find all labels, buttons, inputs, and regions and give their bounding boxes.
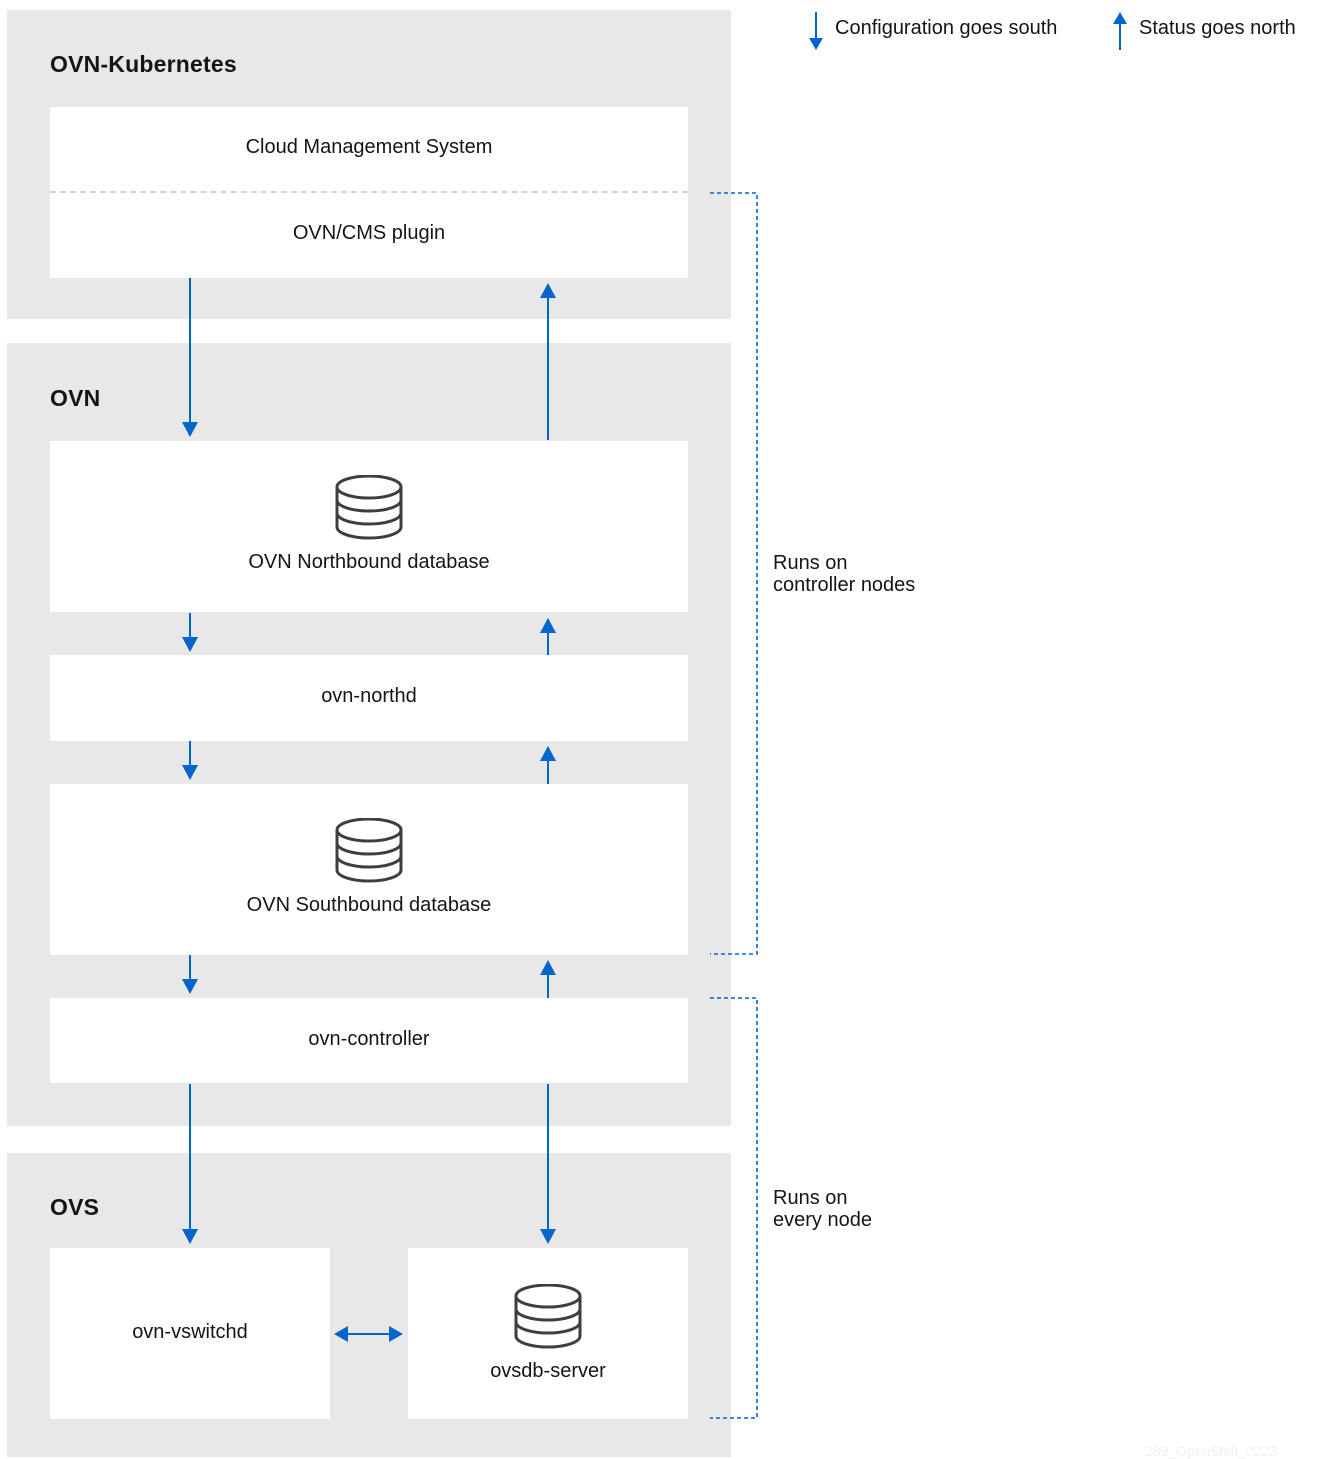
group-ovn-kubernetes: OVN-Kubernetes Cloud Management System O… bbox=[7, 10, 731, 319]
arrow-down-icon bbox=[540, 1084, 556, 1244]
plugin-label: OVN/CMS plugin bbox=[292, 222, 446, 244]
cms-label: Cloud Management System bbox=[245, 136, 493, 158]
legend-north-label: Status goes north bbox=[1139, 17, 1296, 39]
bracket-controller-nodes bbox=[710, 192, 758, 955]
controller-label: ovn-controller bbox=[308, 1028, 430, 1050]
database-icon bbox=[335, 818, 403, 883]
group-title-ovn: OVN bbox=[50, 385, 101, 411]
watermark: 289_OpenShift_0223 bbox=[1145, 1443, 1278, 1459]
box-ovsdb: ovsdb-server bbox=[408, 1248, 688, 1419]
double-arrow-icon bbox=[334, 1326, 403, 1342]
bracket-controller-label: Runs on controller nodes bbox=[773, 552, 916, 596]
bracket-every-node bbox=[710, 997, 758, 1419]
legend-north-icon bbox=[1113, 12, 1127, 50]
group-title-ovs: OVS bbox=[50, 1194, 100, 1220]
arrow-up-icon bbox=[540, 960, 556, 998]
arrow-down-icon bbox=[182, 278, 198, 437]
nbdb-label: OVN Northbound database bbox=[248, 551, 490, 573]
arrow-up-icon bbox=[540, 618, 556, 655]
arrow-down-icon bbox=[182, 613, 198, 652]
box-northd: ovn-northd bbox=[50, 655, 688, 741]
arrow-down-icon bbox=[182, 955, 198, 994]
group-ovs: OVS ovn-vswitchd ovsdb-server bbox=[7, 1153, 731, 1457]
legend-south-icon bbox=[809, 12, 823, 50]
box-nbdb: OVN Northbound database bbox=[50, 441, 688, 612]
arrow-up-icon bbox=[540, 283, 556, 440]
vswitchd-label: ovn-vswitchd bbox=[132, 1321, 248, 1343]
box-sbdb: OVN Southbound database bbox=[50, 784, 688, 955]
group-title-ovn-kubernetes: OVN-Kubernetes bbox=[50, 51, 237, 77]
group-ovn: OVN OVN Northbound database ovn-northd O… bbox=[7, 343, 731, 1126]
box-divider bbox=[50, 191, 688, 193]
database-icon bbox=[335, 475, 403, 540]
bracket-every-node-label: Runs on every node bbox=[773, 1187, 872, 1231]
arrow-down-icon bbox=[182, 741, 198, 780]
box-cms: Cloud Management System OVN/CMS plugin bbox=[50, 107, 688, 278]
northd-label: ovn-northd bbox=[321, 685, 417, 707]
sbdb-label: OVN Southbound database bbox=[246, 894, 492, 916]
box-controller: ovn-controller bbox=[50, 998, 688, 1083]
ovsdb-label: ovsdb-server bbox=[490, 1360, 606, 1382]
database-icon bbox=[514, 1284, 582, 1349]
arrow-up-icon bbox=[540, 746, 556, 784]
box-vswitchd: ovn-vswitchd bbox=[50, 1248, 330, 1419]
legend-south-label: Configuration goes south bbox=[835, 17, 1058, 39]
arrow-down-icon bbox=[182, 1084, 198, 1244]
